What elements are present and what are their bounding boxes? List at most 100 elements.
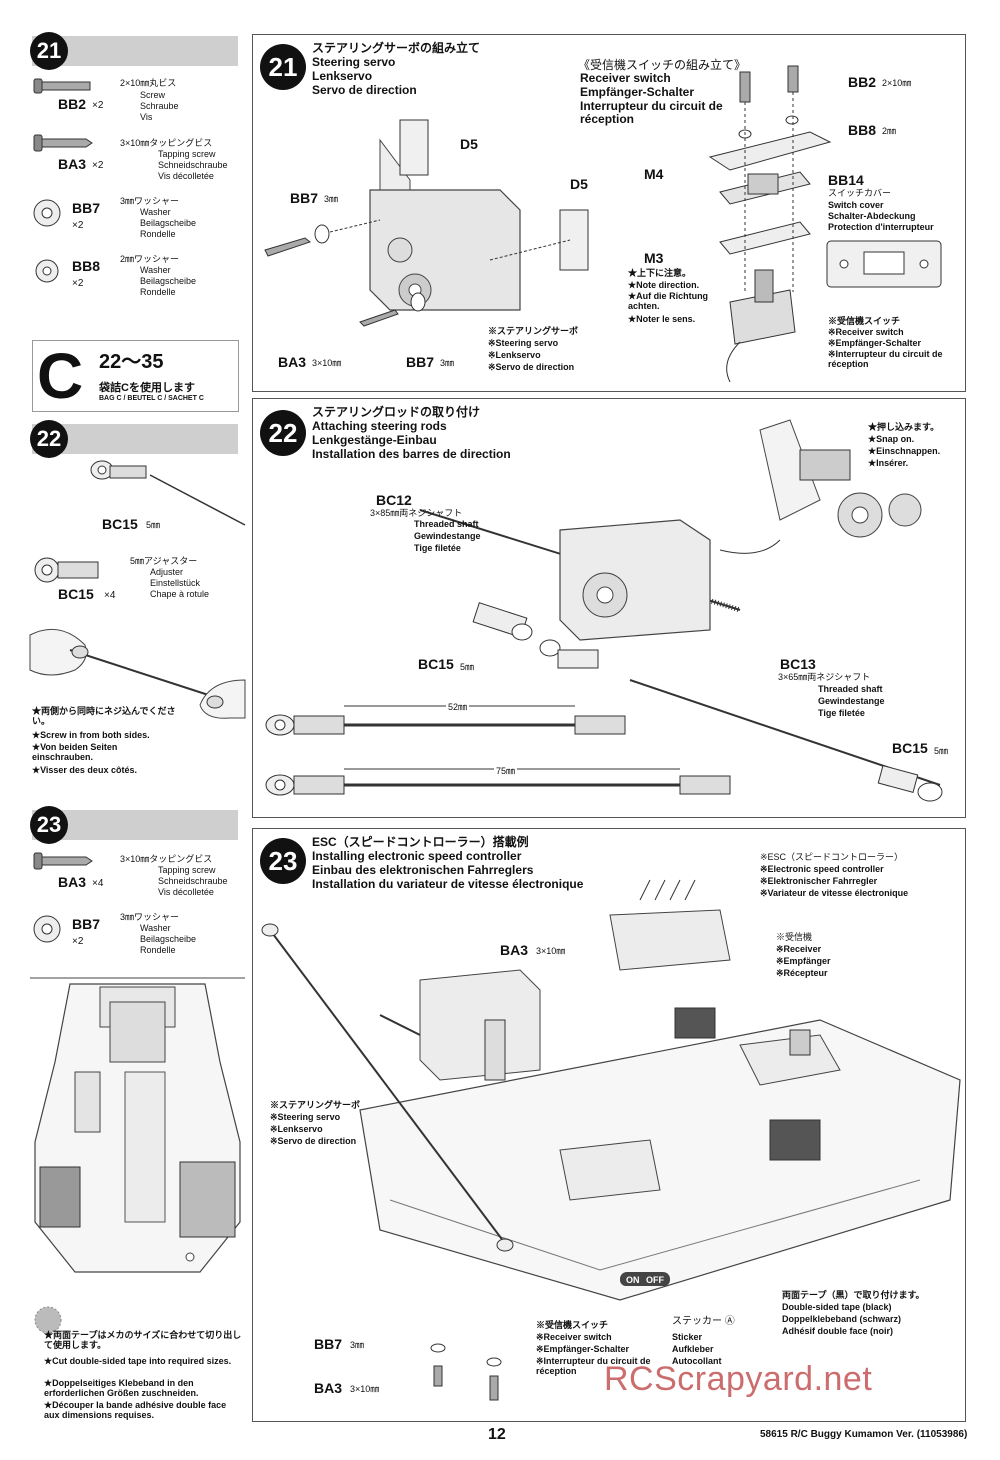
part-jp: 2㎜ワッシャー (120, 254, 180, 264)
label-bb7b: BB7 (406, 354, 435, 370)
bb7-23-size: 3㎜ (350, 1340, 365, 1350)
switch-note-fr: ※Interrupteur du circuit de réception (828, 349, 943, 369)
bc15a-size: 5㎜ (460, 662, 475, 672)
part-qty: ×2 (72, 278, 84, 289)
part-en: Screw (140, 90, 166, 100)
part-jp: 3㎜ワッシャー (120, 196, 180, 206)
label-bc15a: BC15 (418, 656, 454, 672)
part-qty: ×4 (92, 878, 104, 889)
switch23-note-jp: ※受信機スイッチ (536, 1320, 609, 1330)
label-bb7a: BB7 (290, 190, 319, 206)
step21-title-jp: ステアリングサーボの組み立て (312, 41, 481, 55)
part-code: BB7 (72, 916, 101, 932)
bc12-de: Gewindestange (414, 531, 481, 541)
length-52: 52㎜ (446, 702, 470, 712)
label-d5a: D5 (460, 136, 478, 152)
switch23-note-fr: ※Interrupteur du circuit de réception (536, 1356, 651, 1376)
chassis-top-view-illustration (30, 977, 245, 1273)
washer-icon (33, 915, 61, 943)
off-label: OFF (646, 1275, 665, 1285)
part-en: Tapping screw (158, 865, 216, 875)
step21-title-de: Lenkservo (312, 69, 373, 83)
part-code: BC15 (58, 586, 94, 602)
servo23-note-en: ※Steering servo (270, 1112, 341, 1122)
part-jp: 3×10㎜タッピングビス (120, 854, 213, 864)
sticker-en: Sticker (672, 1332, 703, 1342)
tape-note-en: Double-sided tape (black) (782, 1302, 892, 1312)
step22-title-fr: Installation des barres de direction (312, 447, 511, 461)
sticker-fr: Autocollant (672, 1356, 722, 1366)
step22-title-jp: ステアリングロッドの取り付け (312, 405, 481, 419)
note-23-fr: ★Découper la bande adhésive double face … (44, 1400, 227, 1420)
part-jp: 3㎜ワッシャー (120, 912, 180, 922)
step23-number-small: 23 (30, 806, 68, 844)
label-bb8: BB8 (848, 122, 877, 138)
bb14-en: Switch cover (828, 200, 884, 210)
snap-note-jp: ★押し込みます。 (868, 422, 940, 432)
switch-cover-icon (826, 240, 942, 288)
bc12-fr: Tige filetée (414, 543, 461, 553)
part-jp: 5㎜アジャスター (130, 556, 198, 566)
snap-note-fr: ★Insérer. (868, 458, 909, 468)
label-bc15b: BC15 (892, 740, 928, 756)
label-bb2: BB2 (848, 74, 877, 90)
note-22-fr: ★Visser des deux côtés. (32, 765, 137, 775)
bag-c-block: C 22～35 袋詰Cを使用します BAG C / BEUTEL C / SAC… (32, 340, 239, 412)
tapping-screw-icon (33, 852, 93, 870)
note-23-jp: ★両面テープはメカのサイズに合わせて切り出して使用します。 (44, 1330, 242, 1350)
step22-number: 22 (260, 410, 306, 456)
part-de: Schneidschraube (158, 160, 228, 170)
label-ba3-23: BA3 (500, 942, 529, 958)
part-code: BB2 (58, 96, 87, 112)
part-jp: 2×10㎜丸ビス (120, 78, 177, 88)
label-ba3b-23: BA3 (314, 1380, 343, 1396)
label-bc12: BC12 (376, 492, 412, 508)
label-m3: M3 (644, 250, 664, 266)
bc12-jp: 3×85㎜両ネジシャフト (370, 508, 463, 518)
bc13-de: Gewindestange (818, 696, 885, 706)
switch-title-jp: 《受信機スイッチの組み立て》 (578, 58, 747, 72)
step21-title-fr: Servo de direction (312, 83, 417, 97)
switch-title-en: Receiver switch (580, 71, 671, 85)
servo23-note-de: ※Lenkservo (270, 1124, 323, 1134)
step23-title-de: Einbau des elektronischen Fahrreglers (312, 863, 534, 877)
note-23-de: ★Doppelseitiges Klebeband in den erforde… (44, 1378, 199, 1398)
note-23-en: ★Cut double-sided tape into required siz… (44, 1356, 232, 1366)
bc12-en: Threaded shaft (414, 519, 479, 529)
receiver-note-de: ※Empfänger (776, 956, 831, 966)
part-en: Tapping screw (158, 149, 216, 159)
step23-number: 23 (260, 838, 306, 884)
part-qty: ×2 (72, 936, 84, 947)
label-bb8-size: 2㎜ (882, 126, 897, 136)
label-d5b: D5 (570, 176, 588, 192)
part-code: BB8 (72, 258, 101, 274)
ba3b-23-size: 3×10㎜ (350, 1384, 380, 1394)
step22-title-en: Attaching steering rods (312, 419, 447, 433)
footer-text: 58615 R/C Buggy Kumamon Ver. (11053986) (760, 1429, 968, 1440)
bag-desc: BAG C / BEUTEL C / SACHET C (99, 395, 204, 402)
step23-panel (252, 828, 966, 1422)
sticker-jp: ステッカー Ⓐ (672, 1316, 735, 1327)
on-label: ON (626, 1275, 640, 1285)
step23-title-jp: ESC（スピードコントローラー）搭載例 (312, 835, 529, 849)
ba3-23-size: 3×10㎜ (536, 946, 566, 956)
part-code: BA3 (58, 874, 87, 890)
part-de: Beilagscheibe (140, 934, 197, 944)
bc15b-size: 5㎜ (934, 746, 949, 756)
part-jp: 3×10㎜タッピングビス (120, 138, 213, 148)
bb14-de: Schalter-Abdeckung (828, 211, 916, 221)
step23-title-fr: Installation du variateur de vitesse éle… (312, 877, 584, 891)
part-fr: Rondelle (140, 945, 176, 955)
part-fr: Vis décolletée (158, 171, 214, 181)
step21-panel (252, 34, 966, 392)
step22-panel (252, 398, 966, 818)
esc-note-en: ※Electronic speed controller (760, 864, 884, 874)
tape-note-de: Doppelklebeband (schwarz) (782, 1314, 902, 1324)
part-de: Beilagscheibe (140, 276, 197, 286)
chassis-installation-illustration (261, 879, 961, 1401)
onoff-sticker: ON OFF (620, 1274, 671, 1286)
switch-note-jp: ※受信機スイッチ (828, 316, 901, 326)
servo-note-en: ※Steering servo (488, 338, 559, 348)
part-de: Schraube (140, 101, 179, 111)
note-22-en: ★Screw in from both sides. (32, 730, 150, 740)
